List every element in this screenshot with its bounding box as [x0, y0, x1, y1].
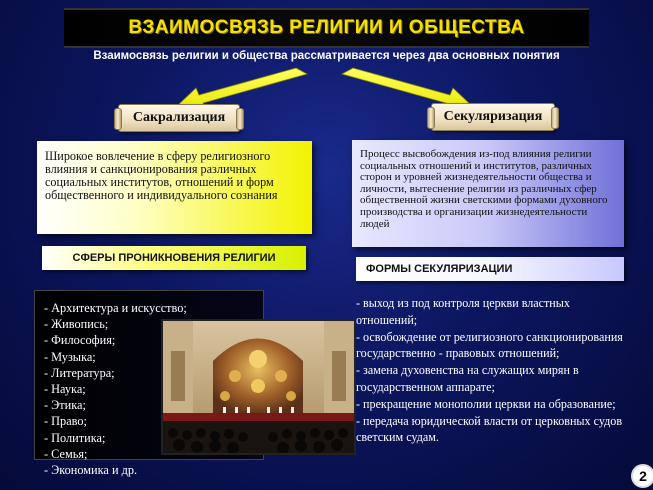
list-item: - выход из под контроля церкви властных … — [356, 296, 570, 327]
list-item: - Живопись; — [44, 317, 109, 332]
spheres-band-label: СФЕРЫ ПРОНИКНОВЕНИЯ РЕЛИГИИ — [72, 252, 276, 264]
forms-list: - выход из под контроля церкви властных … — [356, 295, 626, 446]
list-item: - передача юридической власти от церковн… — [356, 413, 623, 445]
spheres-list: - Архитектура и искусство; - Живопись; -… — [44, 300, 187, 478]
list-item: - Семья; — [44, 446, 88, 461]
spheres-band: СФЕРЫ ПРОНИКНОВЕНИЯ РЕЛИГИИ — [42, 246, 306, 270]
concept-sacralization: Сакрализация — [114, 104, 244, 132]
secularization-definition: Процесс высвобождения из-под влияния рел… — [360, 148, 608, 230]
list-item: - Музыка; — [44, 349, 96, 364]
concept-secularization: Секуляризация — [427, 103, 559, 131]
forms-band: ФОРМЫ СЕКУЛЯРИЗАЦИИ — [356, 257, 624, 281]
sacralization-definition: Широкое вовлечение в сферу религиозного … — [45, 149, 278, 202]
page-number-badge: 2 — [633, 466, 653, 486]
concept-sacralization-label: Сакрализация — [132, 110, 226, 125]
sacralization-definition-box: Широкое вовлечение в сферу религиозного … — [37, 141, 312, 234]
concept-secularization-label: Секуляризация — [443, 109, 543, 124]
secularization-definition-box: Процесс высвобождения из-под влияния рел… — [352, 140, 624, 247]
slide-subtitle: Взаимосвязь религии и общества рассматри… — [93, 50, 560, 62]
forms-band-label: ФОРМЫ СЕКУЛЯРИЗАЦИИ — [366, 263, 513, 275]
church-hall-photo — [161, 319, 356, 455]
list-item: - прекращение монополии церкви на образо… — [356, 396, 616, 411]
slide-title: ВЗАИМОСВЯЗЬ РЕЛИГИИ И ОБЩЕСТВА — [128, 17, 525, 38]
page-number: 2 — [639, 468, 647, 484]
list-item: - Наука; — [44, 382, 86, 397]
list-item: - освобождение от религиозного санкциони… — [356, 329, 623, 361]
list-item: - Экономика и др. — [44, 463, 138, 478]
church-hall-illustration — [163, 321, 354, 453]
list-item: - Политика; — [44, 430, 106, 445]
list-item: - Философия; — [44, 333, 116, 348]
list-item: - Право; — [44, 414, 87, 429]
forms-list-panel: - выход из под контроля церкви властных … — [356, 295, 626, 475]
list-item: - Литература; — [44, 365, 115, 380]
title-bar: ВЗАИМОСВЯЗЬ РЕЛИГИИ И ОБЩЕСТВА — [64, 8, 589, 48]
list-item: - Этика; — [44, 398, 86, 413]
list-item: - замена духовенства на служащих мирян в… — [356, 363, 579, 394]
list-item: - Архитектура и искусство; — [44, 301, 187, 315]
